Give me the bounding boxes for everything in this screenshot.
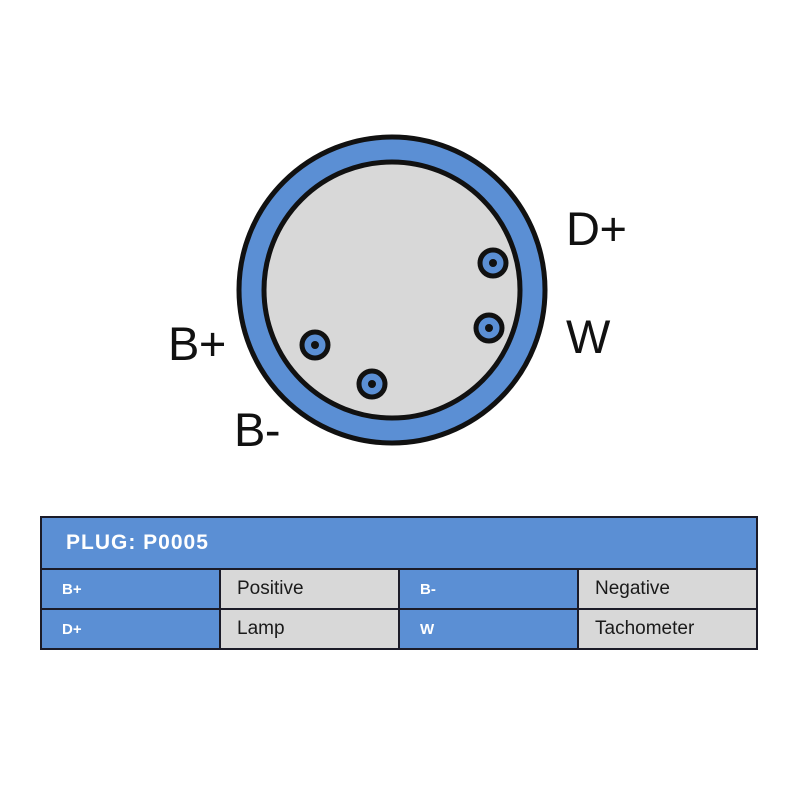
- pin-b-plus[interactable]: [299, 329, 331, 361]
- row-1-left-value: Lamp: [219, 608, 400, 650]
- plug-legend-table: PLUG: P0005 B+ Positive B- Negative D+ L…: [40, 516, 758, 650]
- connector-diagram: D+ W B+ B-: [168, 134, 627, 456]
- row-0-left-value: Positive: [219, 568, 400, 610]
- row-0-left-key: B+: [40, 568, 221, 610]
- pin-b-minus-center-dot: [368, 380, 376, 388]
- table-row: D+ Lamp W Tachometer: [40, 608, 758, 650]
- pin-w[interactable]: [473, 312, 505, 344]
- pin-label-b-minus: B-: [234, 403, 281, 456]
- table-header-row: PLUG: P0005: [40, 516, 758, 570]
- connector-illustration: [236, 134, 548, 446]
- row-1-left-key: D+: [40, 608, 221, 650]
- pin-label-b-plus: B+: [168, 317, 226, 370]
- table-row: B+ Positive B- Negative: [40, 568, 758, 610]
- pin-w-center-dot: [485, 324, 493, 332]
- pin-label-w: W: [566, 310, 610, 363]
- pin-b-minus[interactable]: [356, 368, 388, 400]
- pin-b-plus-center-dot: [311, 341, 319, 349]
- row-0-right-value: Negative: [577, 568, 758, 610]
- row-0-right-key: B-: [398, 568, 579, 610]
- row-1-right-value: Tachometer: [577, 608, 758, 650]
- connector-inner-face: [261, 159, 523, 421]
- plug-header-cell: PLUG: P0005: [40, 516, 758, 570]
- pin-d-plus-center-dot: [489, 259, 497, 267]
- pin-label-d-plus: D+: [566, 202, 627, 255]
- row-1-right-key: W: [398, 608, 579, 650]
- pin-d-plus[interactable]: [477, 247, 509, 279]
